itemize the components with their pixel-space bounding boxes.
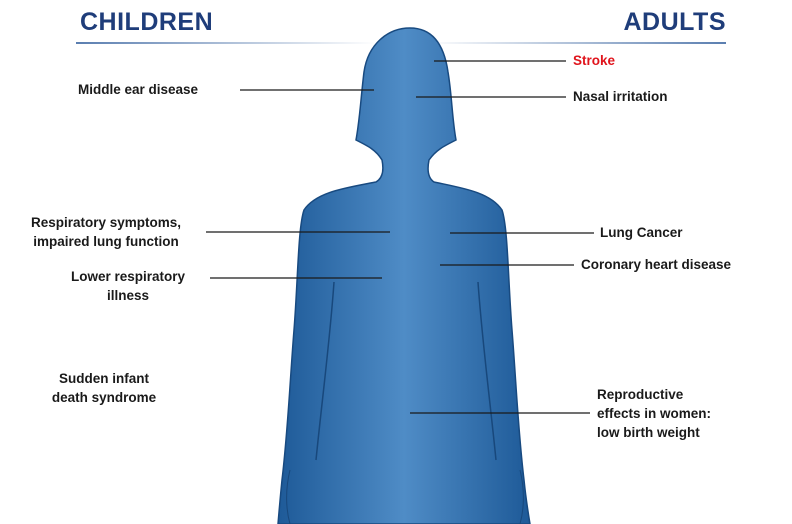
label-lung-cancer: Lung Cancer	[600, 223, 683, 242]
label-respiratory-symptoms: Respiratory symptoms, impaired lung func…	[8, 213, 204, 251]
label-sids: Sudden infant death syndrome	[36, 369, 172, 407]
label-coronary: Coronary heart disease	[581, 255, 731, 274]
label-lower-respiratory: Lower respiratory illness	[48, 267, 208, 305]
human-figure	[278, 28, 530, 524]
children-heading: CHILDREN	[80, 8, 213, 37]
label-stroke: Stroke	[573, 51, 615, 70]
label-nasal-irritation: Nasal irritation	[573, 87, 668, 106]
adults-heading: ADULTS	[623, 8, 726, 37]
adults-heading-rule	[426, 42, 726, 44]
children-heading-rule	[76, 42, 376, 44]
label-middle-ear: Middle ear disease	[78, 80, 198, 99]
label-reproductive: Reproductive effects in women: low birth…	[597, 385, 711, 442]
